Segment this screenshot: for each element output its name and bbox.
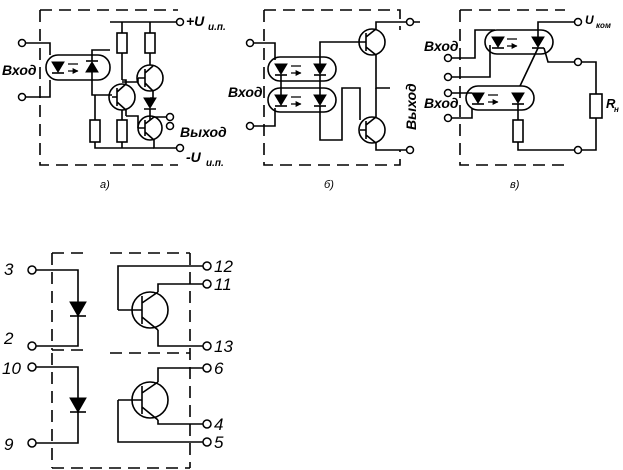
output-label: Выход xyxy=(180,124,227,140)
output-terminal xyxy=(405,145,415,155)
input-terminal xyxy=(443,53,453,63)
load-terminal xyxy=(573,57,583,67)
supply-pos-terminal xyxy=(175,17,185,27)
pin-label: 12 xyxy=(214,257,233,276)
pin-label: 9 xyxy=(4,435,14,454)
diagram-v: U ком Вход Вход R н в) xyxy=(424,9,619,191)
optocoupler-oval xyxy=(267,56,337,82)
optocoupler-oval xyxy=(45,54,111,81)
input-terminal xyxy=(443,72,453,82)
resistor xyxy=(89,119,101,143)
transistor xyxy=(136,64,164,92)
switch-label: U xyxy=(585,13,594,27)
pin-terminal xyxy=(202,419,212,429)
input-terminal xyxy=(245,121,255,131)
output-label: Выход xyxy=(403,83,419,130)
diagram-b: Вход Выход б) xyxy=(228,9,420,191)
diagram-a-frame xyxy=(39,9,178,166)
input-terminal xyxy=(443,113,453,123)
transistor xyxy=(358,28,386,56)
pin-terminal xyxy=(202,363,212,373)
resistor xyxy=(116,32,128,54)
pin-terminal xyxy=(202,437,212,447)
load-sub: н xyxy=(614,105,619,114)
output-terminal xyxy=(165,112,175,122)
caption-b: б) xyxy=(324,179,334,191)
load-label: R xyxy=(606,96,616,111)
optocoupler-oval xyxy=(267,87,337,113)
pin-terminal xyxy=(27,265,37,275)
pin-terminal xyxy=(27,362,37,372)
diagram-a: Вход +U и.п. Выход -U и.п. а) xyxy=(2,9,227,191)
input-terminal xyxy=(245,38,255,48)
pin-label: 11 xyxy=(214,275,232,294)
transistor xyxy=(358,116,386,144)
pin-label: 5 xyxy=(214,433,224,452)
supply-neg-terminal xyxy=(175,143,185,153)
input-label: Вход xyxy=(2,62,37,78)
diagram-g: 3 2 10 9 12 11 13 6 4 5 xyxy=(2,252,233,469)
supply-neg-label: -U xyxy=(186,149,202,165)
resistor xyxy=(512,119,524,143)
pin-terminal xyxy=(202,279,212,289)
load-resistor xyxy=(589,93,603,119)
caption-a: а) xyxy=(100,179,110,191)
diagram-g-frame xyxy=(51,252,190,469)
pin-label: 4 xyxy=(214,415,223,434)
resistor xyxy=(116,119,128,143)
supply-pos-sub: и.п. xyxy=(208,22,226,33)
optocoupler-oval xyxy=(465,85,535,111)
pin-terminal xyxy=(202,261,212,271)
pin-label: 13 xyxy=(214,337,233,356)
output-terminal xyxy=(405,17,415,27)
diagram-b-frame xyxy=(263,9,401,166)
resistor xyxy=(144,32,156,54)
input1-label: Вход xyxy=(424,38,459,54)
switch-terminal xyxy=(573,17,583,27)
pin-label: 3 xyxy=(4,260,14,279)
pin-label: 6 xyxy=(214,359,224,378)
caption-v: в) xyxy=(510,179,520,191)
pin-label: 10 xyxy=(2,359,21,378)
pin-label: 2 xyxy=(3,329,14,348)
optocoupler-oval xyxy=(484,29,554,55)
supply-pos-label: +U xyxy=(186,13,205,29)
pin-terminal xyxy=(202,341,212,351)
input2-label: Вход xyxy=(424,95,459,111)
output-terminal xyxy=(165,121,175,131)
input-terminal xyxy=(17,38,27,48)
input-label: Вход xyxy=(228,84,263,100)
switch-sub: ком xyxy=(596,21,611,30)
supply-neg-sub: и.п. xyxy=(206,158,224,169)
pin-terminal xyxy=(27,438,37,448)
load-terminal xyxy=(573,145,583,155)
diagram-v-frame xyxy=(459,9,565,166)
input-terminal xyxy=(17,92,27,102)
pin-terminal xyxy=(27,341,37,351)
